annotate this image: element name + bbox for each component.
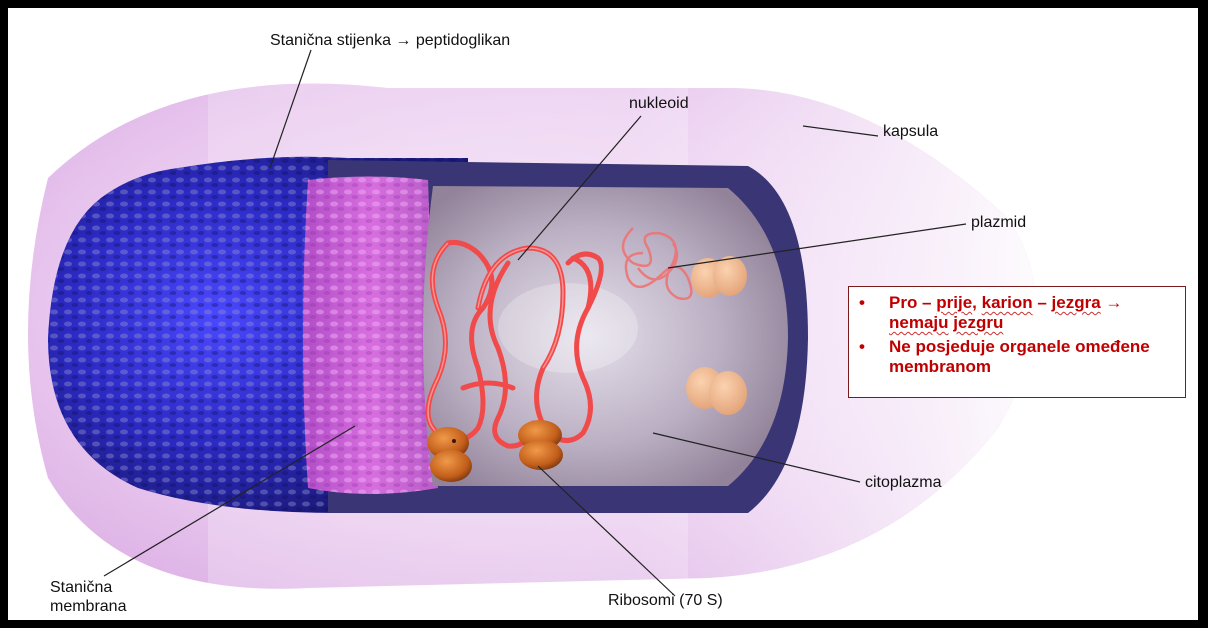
- peptidoglycan-text: peptidoglikan: [416, 32, 510, 49]
- bullet-icon: •: [859, 293, 865, 313]
- ribosomes-label: Ribosomi (70 S): [608, 591, 723, 610]
- info-item-organelles: • Ne posjeduje organele omeđene membrano…: [857, 337, 1175, 377]
- info-text: jezgra: [1052, 293, 1101, 312]
- info-text: ,: [972, 293, 981, 312]
- cell-wall-label: Stanična stijenka → peptidoglikan: [270, 31, 510, 50]
- diagram-frame: Stanična stijenka → peptidoglikan nukleo…: [8, 8, 1198, 620]
- info-text: Pro –: [889, 293, 936, 312]
- membrane-label-line1: Stanična: [50, 578, 126, 597]
- capsule-label: kapsula: [883, 122, 938, 141]
- info-box: • Pro – prije, karion – jezgra → nemaju …: [848, 286, 1186, 398]
- cytoplasm-label: citoplazma: [865, 473, 941, 492]
- info-text: Ne posjeduje organele omeđene membranom: [889, 337, 1150, 376]
- membrane-label: Stanična membrana: [50, 578, 126, 616]
- info-text: nemaju: [889, 313, 949, 332]
- right-arrow-icon: →: [395, 32, 411, 49]
- info-text: –: [1033, 293, 1052, 312]
- bullet-icon: •: [859, 337, 865, 357]
- info-text: →: [1101, 293, 1123, 312]
- nucleoid-label: nukleoid: [629, 94, 689, 113]
- membrane-label-line2: membrana: [50, 597, 126, 616]
- info-text: karion: [982, 293, 1033, 312]
- info-list: • Pro – prije, karion – jezgra → nemaju …: [857, 293, 1175, 377]
- cell-wall-text: Stanična stijenka: [270, 32, 391, 49]
- info-text: jezgru: [953, 313, 1003, 332]
- info-item-prokaryote: • Pro – prije, karion – jezgra → nemaju …: [857, 293, 1175, 333]
- plasmid-label: plazmid: [971, 213, 1026, 232]
- info-text: prije: [936, 293, 972, 312]
